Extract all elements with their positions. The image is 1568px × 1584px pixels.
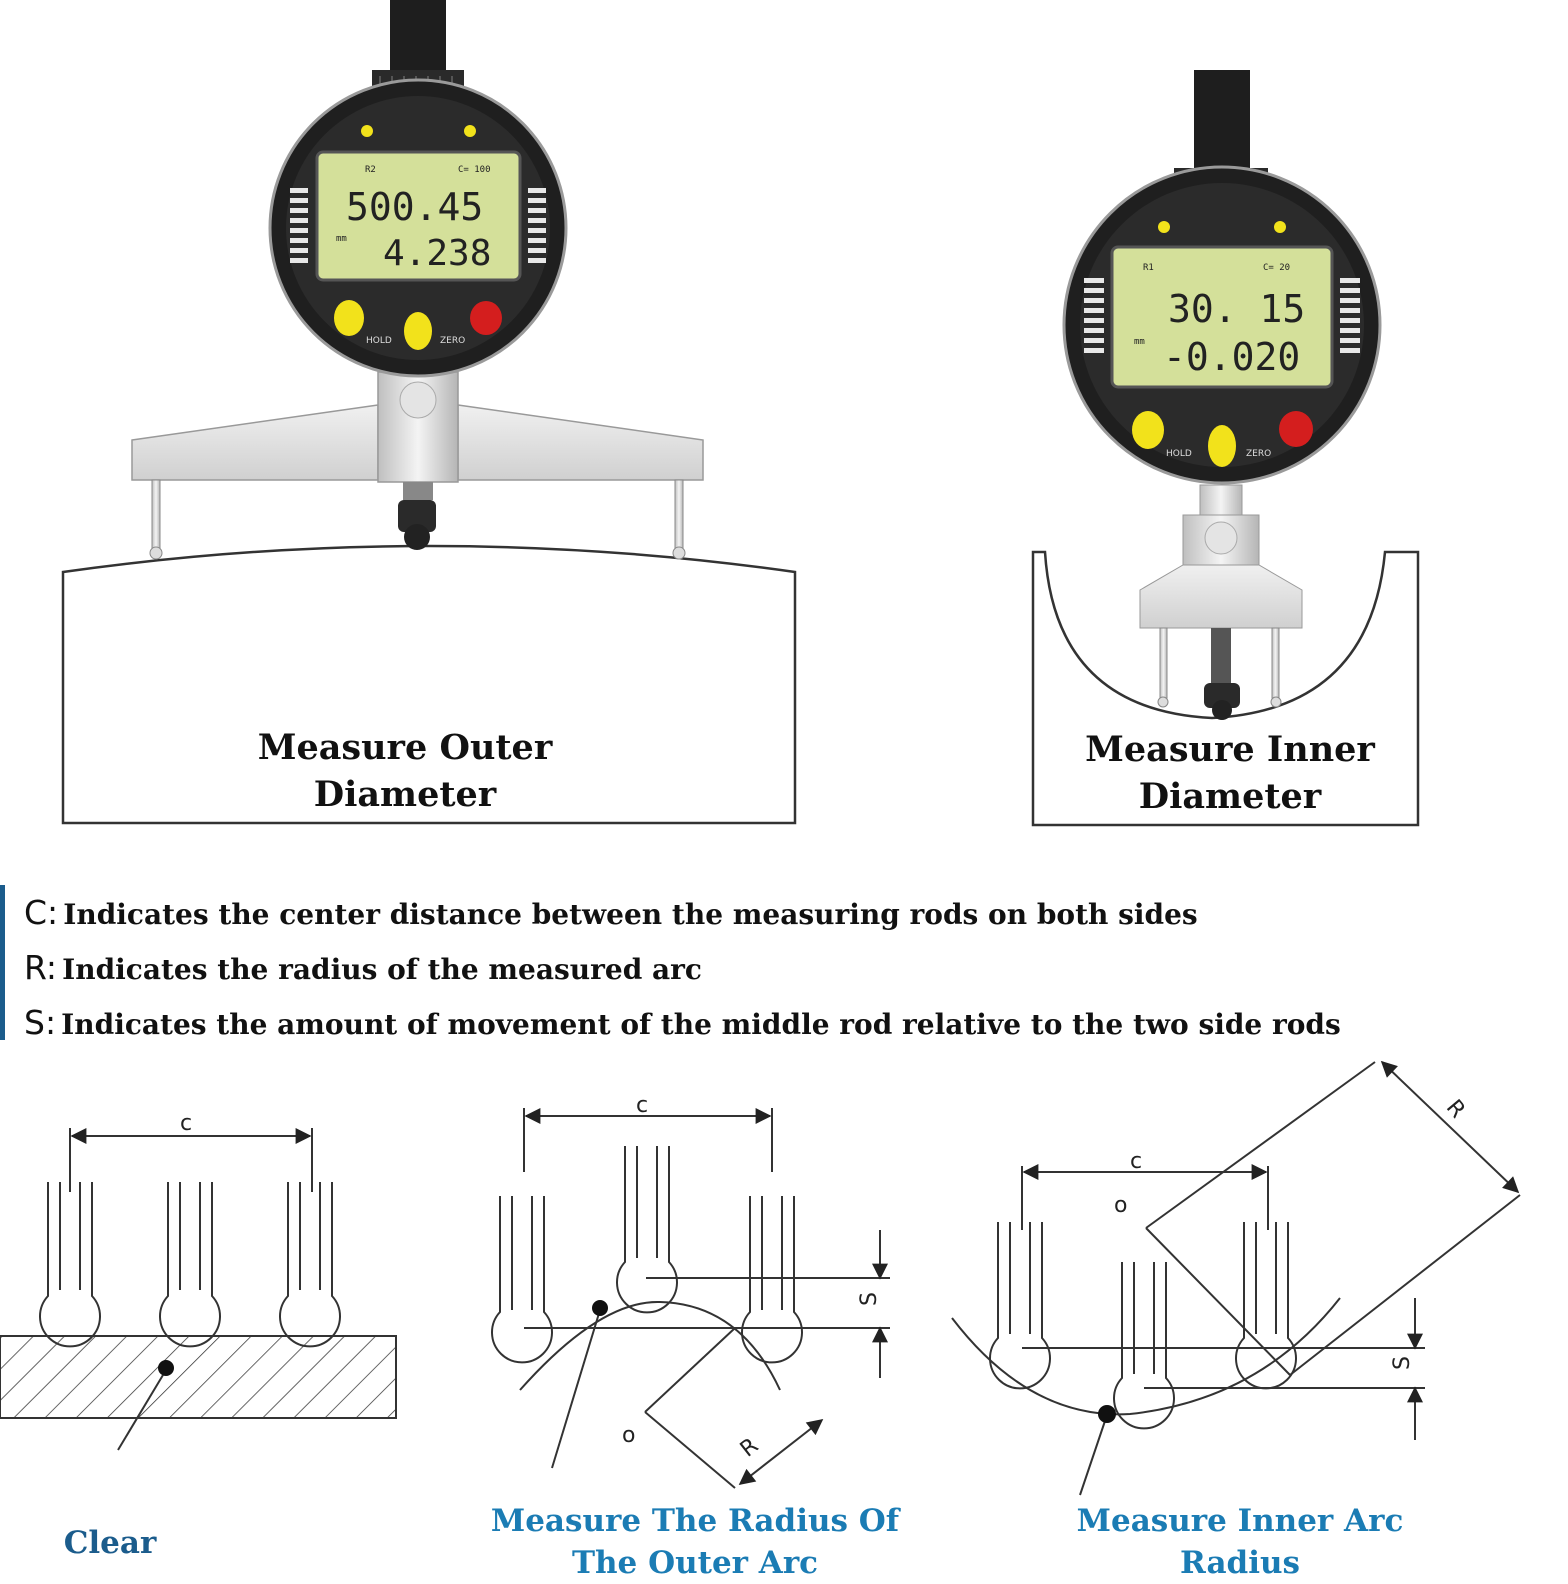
diagram-outer-dim-c: c: [636, 1093, 648, 1118]
inner-lcd-mode-label: C= 20: [1263, 263, 1290, 273]
gauge-illustrations: R2 C= 100 500.45 mm 4.238 HOLD ZERO: [61, 0, 1420, 827]
outer-lcd-sub-reading: 4.238: [383, 233, 491, 274]
inner-lcd-unit: mm: [1134, 337, 1145, 347]
inner-lcd-top-label: R1: [1143, 263, 1154, 273]
diagram-inner-dim-c: c: [1130, 1149, 1142, 1174]
inner-caption-line1: Measure Inner: [1085, 729, 1375, 770]
outer-lcd-mode-label: C= 100: [458, 165, 491, 175]
legend-separator: :: [47, 893, 59, 932]
diagram-inner-arc: [951, 1060, 1521, 1496]
inner-tool: [1139, 484, 1303, 720]
legend-separator: :: [45, 948, 58, 987]
diagram-inner-dim-s: S: [1390, 1356, 1415, 1370]
inner-lcd-screen: [1110, 245, 1334, 389]
outer-caption-line1: Measure Outer: [257, 727, 553, 768]
inner-hold-button: [1132, 411, 1164, 449]
outer-hold-label: HOLD: [366, 336, 392, 346]
legend-separator: :: [44, 1003, 57, 1042]
legend: C: Indicates the center distance between…: [0, 885, 1568, 1043]
legend-text-c: Indicates the center distance between th…: [63, 898, 1198, 931]
inner-mode-button: [1208, 425, 1236, 467]
outer-gauge: R2 C= 100 500.45 mm 4.238 HOLD ZERO: [268, 0, 568, 378]
legend-text-s: Indicates the amount of movement of the …: [61, 1008, 1341, 1041]
outer-caption-line2: Diameter: [313, 774, 497, 815]
outer-zero-label: ZERO: [440, 336, 465, 346]
legend-text-r: Indicates the radius of the measured arc: [62, 953, 702, 986]
diagram-outer-dim-r: R: [736, 1433, 763, 1462]
inner-zero-label: ZERO: [1246, 449, 1271, 459]
caption-clear: Clear: [63, 1525, 157, 1561]
outer-mode-button: [404, 312, 432, 350]
diagram-inner-center-o: o: [1114, 1193, 1127, 1218]
outer-lcd-screen: [315, 150, 522, 282]
legend-key-s: S: [24, 1003, 45, 1042]
outer-workpiece: [61, 544, 797, 825]
diagram-outer-dim-s: S: [857, 1292, 882, 1306]
diagram-clear-contact-dot: [158, 1360, 174, 1376]
legend-row-c: C: Indicates the center distance between…: [24, 893, 1198, 933]
caption-inner-arc: Measure Inner Arc Radius: [1076, 1503, 1404, 1581]
diagram-outer-contact-dot: [592, 1300, 608, 1316]
legend-accent-bar: [0, 885, 5, 1040]
measurement-diagrams: c c S R o: [0, 1060, 1521, 1496]
diagram-inner-dim-r: R: [1441, 1095, 1470, 1123]
inner-lcd-main-reading: 30. 15: [1168, 287, 1305, 331]
outer-hold-button: [334, 300, 364, 336]
outer-lcd-unit: mm: [336, 234, 347, 244]
caption-outer-arc: Measure The Radius Of The Outer Arc: [490, 1503, 900, 1581]
outer-zero-button: [470, 301, 502, 335]
legend-row-r: R: Indicates the radius of the measured …: [24, 948, 702, 988]
inner-gauge: R1 C= 20 30. 15 mm -0.020 HOLD ZERO: [1062, 70, 1382, 485]
diagram-clear: [0, 1128, 397, 1451]
legend-key-r: R: [24, 948, 46, 987]
legend-key-c: C: [24, 893, 48, 932]
diagram-clear-dim-c: c: [180, 1111, 192, 1136]
inner-hold-label: HOLD: [1166, 449, 1192, 459]
legend-row-s: S: Indicates the amount of movement of t…: [24, 1003, 1341, 1043]
inner-zero-button: [1279, 411, 1313, 447]
diagram-inner-contact-dot: [1098, 1405, 1116, 1423]
diagram-outer-arc: [491, 1108, 890, 1489]
outer-lcd-main-reading: 500.45: [346, 185, 483, 229]
outer-tool-bar: [131, 371, 704, 560]
diagram-outer-center-o: o: [622, 1423, 635, 1448]
inner-lcd-sub-reading: -0.020: [1163, 335, 1300, 379]
outer-lcd-top-label: R2: [365, 165, 376, 175]
inner-caption-line2: Diameter: [1138, 776, 1322, 817]
